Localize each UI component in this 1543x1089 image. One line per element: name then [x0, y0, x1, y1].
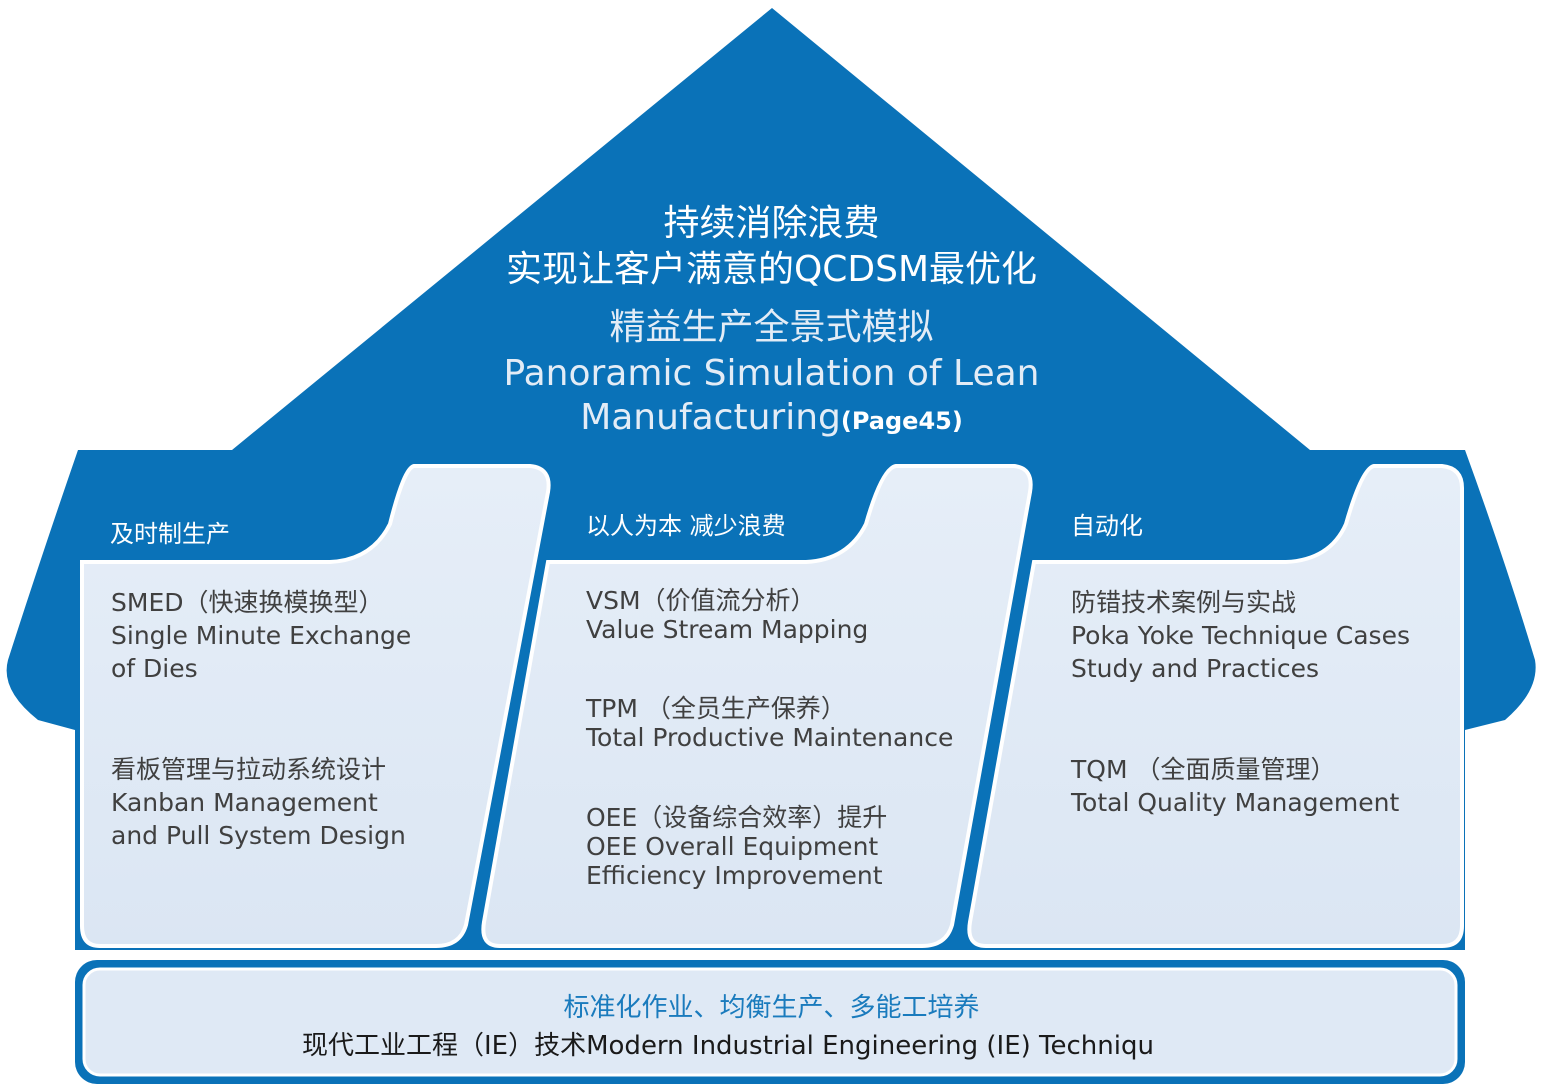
- item-tpm-cn: TPM （全员生产保养）: [586, 694, 846, 723]
- item-smed-en1: Single Minute Exchange: [111, 621, 412, 650]
- item-pokayoke: 防错技术案例与实战 Poka Yoke Technique Cases Stud…: [1071, 586, 1410, 685]
- pillar-title-jidoka: 自动化: [1071, 512, 1143, 540]
- roof-title-line2: 实现让客户满意的QCDSM最优化: [505, 249, 1038, 290]
- pillar-title-people: 以人为本 减少浪费: [586, 512, 786, 540]
- item-tqm: TQM （全面质量管理） Total Quality Management: [1071, 753, 1399, 819]
- item-kanban: 看板管理与拉动系统设计 Kanban Management and Pull S…: [111, 753, 406, 852]
- pillar-people-panel: [481, 464, 1033, 948]
- item-oee-en2: Efficiency Improvement: [586, 861, 883, 890]
- item-kanban-cn: 看板管理与拉动系统设计: [111, 755, 387, 784]
- item-oee-en1: OEE Overall Equipment: [586, 832, 879, 861]
- item-vsm-en1: Value Stream Mapping: [586, 615, 869, 644]
- roof-title-line1: 持续消除浪费: [663, 203, 880, 244]
- roof-subtitle-en2-text: Manufacturing: [580, 397, 841, 438]
- foundation-title: 标准化作业、均衡生产、多能工培养: [563, 993, 980, 1023]
- item-pokayoke-en1: Poka Yoke Technique Cases: [1071, 621, 1410, 650]
- item-vsm: VSM（价值流分析） Value Stream Mapping: [586, 586, 868, 644]
- pillar-jit-panel: [80, 464, 551, 948]
- item-tqm-cn: TQM （全面质量管理）: [1071, 755, 1336, 784]
- pillar-title-jit: 及时制生产: [110, 520, 230, 548]
- item-tpm-en1: Total Productive Maintenance: [586, 723, 954, 752]
- item-pokayoke-en2: Study and Practices: [1071, 654, 1319, 683]
- item-oee-cn: OEE（设备综合效率）提升: [586, 803, 888, 832]
- item-tqm-en1: Total Quality Management: [1071, 788, 1400, 817]
- page-reference: (Page45): [840, 407, 963, 435]
- item-smed: SMED（快速换模换型） Single Minute Exchange of D…: [111, 586, 411, 685]
- foundation-subtitle: 现代工业工程（IE）技术Modern Industrial Engineerin…: [302, 1031, 1154, 1061]
- item-kanban-en1: Kanban Management: [111, 788, 378, 817]
- item-kanban-en2: and Pull System Design: [111, 821, 406, 850]
- item-smed-en2: of Dies: [111, 654, 198, 683]
- roof-subtitle-en1: Panoramic Simulation of Lean: [503, 353, 1040, 394]
- item-oee: OEE（设备综合效率）提升 OEE Overall Equipment Effi…: [586, 803, 887, 890]
- foundation-panel: [82, 967, 1458, 1077]
- item-vsm-cn: VSM（价值流分析）: [586, 586, 816, 615]
- roof-subtitle-en2: Manufacturing(Page45): [0, 396, 1543, 443]
- item-smed-cn: SMED（快速换模换型）: [111, 588, 384, 617]
- roof-subtitle-cn: 精益生产全景式模拟: [609, 307, 934, 348]
- pillar-jidoka-panel: [967, 464, 1464, 948]
- item-tpm: TPM （全员生产保养） Total Productive Maintenanc…: [586, 694, 953, 752]
- item-pokayoke-cn: 防错技术案例与实战: [1071, 588, 1297, 617]
